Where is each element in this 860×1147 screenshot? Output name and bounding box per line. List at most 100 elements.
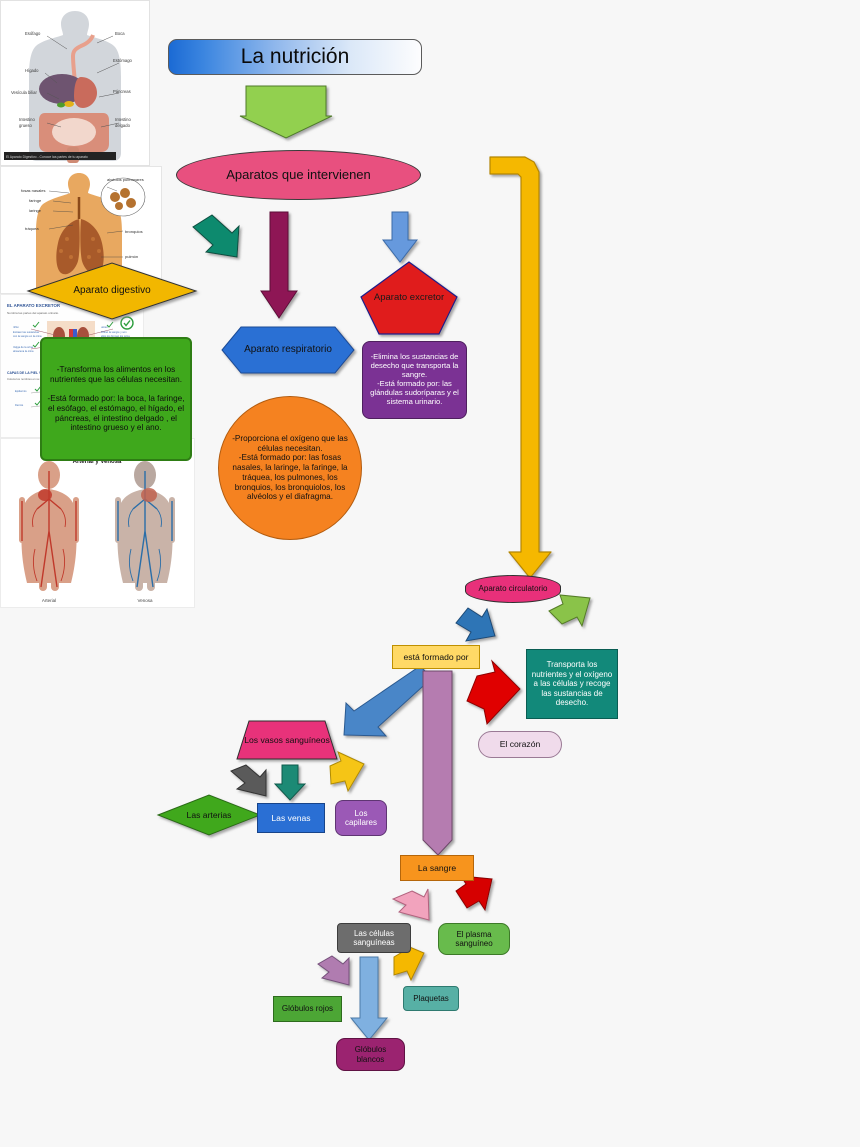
arrow-title-to-root — [239, 85, 333, 139]
shape-los-vasos[interactable] — [236, 720, 338, 760]
svg-text:ellos los forman los orina: ellos los forman los orina — [101, 334, 130, 338]
node-los-vasos-sanguineos[interactable]: Los vasos sanguíneos — [237, 721, 337, 759]
node-plaquetas[interactable]: Plaquetas — [403, 986, 459, 1011]
node-aparatos-que-intervienen[interactable]: Aparatos que intervienen — [176, 150, 421, 200]
page-title-text: La nutrición — [240, 44, 350, 68]
svg-text:alvéolos pulmonares: alvéolos pulmonares — [107, 177, 144, 182]
svg-text:faringe: faringe — [29, 198, 42, 203]
node-la-sangre[interactable]: La sangre — [400, 855, 474, 881]
shape-aparato-respiratorio[interactable] — [221, 326, 355, 374]
svg-text:Epidermis: Epidermis — [15, 389, 27, 393]
node-aparato-digestivo-label: Aparato digestivo — [73, 285, 151, 297]
node-aparato-digestivo[interactable]: Aparato digestivo — [28, 263, 196, 319]
node-excretor-description: -Elimina los sustancias de desecho que t… — [362, 341, 467, 419]
node-las-arterias[interactable]: Las arterias — [158, 795, 260, 835]
arrow-celulas-to-blancos — [349, 956, 389, 1041]
node-aparatos-label: Aparatos que intervienen — [226, 167, 371, 183]
svg-text:delgado: delgado — [115, 123, 131, 128]
node-aparato-excretor-label: Aparato excretor — [373, 292, 445, 304]
circulatory-label-arterial: Arterial — [42, 598, 56, 603]
arrow-sangre-to-plasma — [455, 875, 493, 912]
node-circulatorio-funcion-text: Transporta los nutrientes y el oxígeno a… — [531, 660, 613, 708]
arrow-sangre-to-celulas — [391, 888, 430, 921]
svg-text:Páncreas: Páncreas — [113, 89, 131, 94]
arrow-circ-to-formadopor — [455, 607, 496, 642]
node-digestivo-description-text: -Transforma los alimentos en los nutrien… — [47, 365, 185, 433]
svg-text:Boca: Boca — [115, 31, 125, 36]
node-globulos-rojos[interactable]: Glóbulos rojos — [273, 996, 342, 1022]
node-los-vasos-sanguineos-label: Los vasos sanguíneos — [244, 734, 330, 745]
node-globulos-rojos-label: Glóbulos rojos — [281, 1004, 334, 1014]
node-globulos-blancos[interactable]: Glóbulos blancos — [336, 1038, 405, 1071]
svg-text:Estómago: Estómago — [113, 58, 133, 63]
shape-aparato-digestivo[interactable] — [26, 262, 198, 320]
node-respiratorio-description: -Proporciona el oxígeno que las células … — [218, 396, 362, 540]
arrow-vasos-to-arterias — [230, 764, 267, 797]
circulatory-image-title-line2: Arterial y Venosa — [73, 459, 122, 465]
svg-text:Esófago: Esófago — [25, 31, 41, 36]
node-los-capilares-label: Los capilares — [344, 808, 377, 827]
svg-text:pulmón: pulmón — [125, 254, 138, 259]
svg-text:tráquea: tráquea — [25, 226, 39, 231]
worksheet-subheading-2: Coloca los nombres en su lugar correspon… — [7, 377, 68, 381]
node-la-sangre-label: La sangre — [417, 862, 457, 873]
shape-aparato-excretor[interactable] — [360, 261, 458, 335]
node-esta-formado-por[interactable]: está formado por — [392, 645, 480, 669]
svg-text:riñón: riñón — [13, 325, 19, 329]
arrow-formadopor-to-corazon — [466, 659, 521, 726]
arrow-formadopor-to-sangre — [422, 670, 453, 856]
arrow-vasos-to-venas — [273, 764, 307, 801]
arrow-vasos-to-capilares — [329, 751, 365, 793]
node-digestivo-description: -Transforma los alimentos en los nutrien… — [40, 337, 192, 461]
node-globulos-blancos-label: Glóbulos blancos — [354, 1045, 387, 1064]
arrow-root-to-circulatorio — [489, 156, 552, 579]
node-el-plasma-sanguineo[interactable]: El plasma sanguíneo — [438, 923, 510, 955]
digestive-image-caption: El Aparato Digestivo - Conoce las partes… — [6, 155, 88, 159]
node-las-venas[interactable]: Las venas — [257, 803, 325, 833]
node-las-celulas-sanguineas[interactable]: Las células sanguíneas — [337, 923, 411, 953]
node-las-venas-label: Las venas — [271, 812, 311, 823]
page-title: La nutrición — [168, 39, 422, 75]
arrow-circ-to-transporta — [548, 594, 591, 628]
svg-text:Vejiga de la orina: Vejiga de la orina — [13, 345, 33, 349]
node-los-capilares[interactable]: Los capilares — [335, 800, 387, 836]
node-aparato-respiratorio[interactable]: Aparato respiratorio — [222, 327, 354, 373]
node-el-corazon-label: El corazón — [499, 739, 541, 750]
node-las-celulas-sanguineas-label: Las células sanguíneas — [353, 928, 395, 947]
arrow-root-to-respiratorio — [260, 211, 298, 319]
node-el-corazon[interactable]: El corazón — [478, 731, 562, 758]
arrow-celulas-to-rojos — [317, 955, 350, 986]
node-aparato-circulatorio-label: Aparato circulatorio — [478, 584, 548, 594]
node-las-arterias-label: Las arterias — [186, 809, 232, 820]
worksheet-subheading-1: Nombra las partes del aparato urinario. — [7, 311, 59, 315]
svg-text:grueso: grueso — [19, 123, 32, 128]
node-circulatorio-funcion: Transporta los nutrientes y el oxígeno a… — [526, 649, 618, 719]
node-plaquetas-label: Plaquetas — [413, 993, 449, 1003]
circulatory-system-svg: Aparato Circulatorio, Arterial y Venosa … — [1, 439, 194, 607]
node-aparato-respiratorio-label: Aparato respiratorio — [244, 344, 332, 356]
arrow-root-to-digestivo — [192, 214, 240, 258]
svg-text:Intestino: Intestino — [19, 117, 36, 122]
worksheet-heading-1: EL APARATO EXCRETOR — [7, 303, 61, 308]
node-aparato-circulatorio[interactable]: Aparato circulatorio — [465, 575, 561, 603]
circulatory-label-venosa: Venosa — [137, 598, 153, 603]
svg-text:Dermis: Dermis — [15, 403, 24, 407]
node-respiratorio-description-text: -Proporciona el oxígeno que las células … — [232, 434, 348, 502]
arrow-resp-to-vasos — [343, 665, 433, 737]
svg-text:bronquios: bronquios — [125, 229, 143, 234]
node-aparato-excretor[interactable]: Aparato excretor — [361, 262, 457, 334]
svg-text:fosas nasales: fosas nasales — [21, 188, 45, 193]
svg-text:Extraen las sustancias: Extraen las sustancias — [13, 330, 40, 334]
image-circulatory-system: Aparato Circulatorio, Arterial y Venosa … — [0, 438, 195, 608]
arrow-root-to-excretor — [381, 211, 419, 263]
svg-text:almacena la orina: almacena la orina — [13, 349, 34, 353]
svg-text:Intestino: Intestino — [115, 117, 132, 122]
node-esta-formado-por-label: está formado por — [403, 651, 469, 662]
svg-text:laringe: laringe — [29, 208, 42, 213]
svg-text:Hígado: Hígado — [25, 68, 39, 73]
svg-text:con la sangre en la orina: con la sangre en la orina — [13, 334, 42, 338]
